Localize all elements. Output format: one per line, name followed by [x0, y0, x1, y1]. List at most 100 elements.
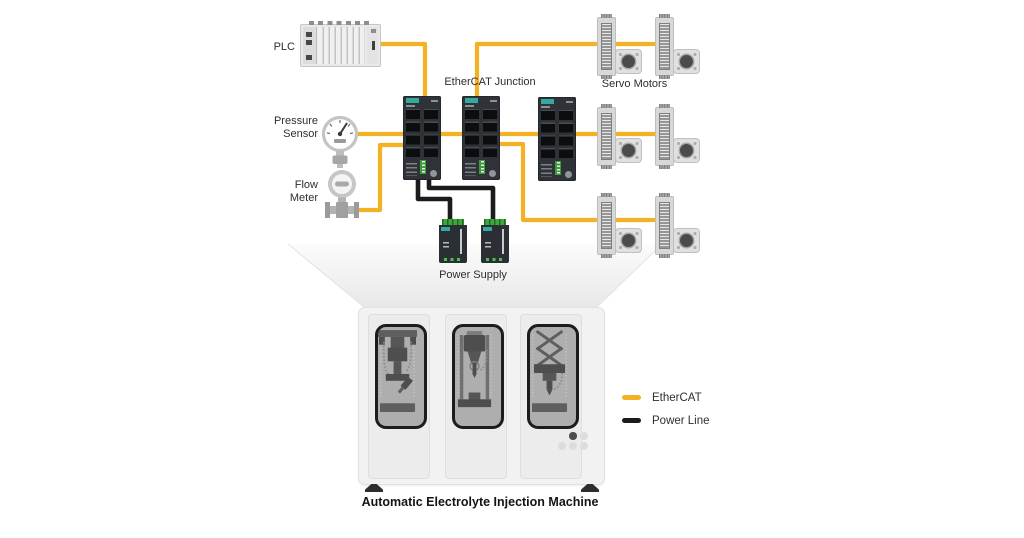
- servo-motor-3-2: [673, 228, 700, 253]
- machine-button-light: [580, 432, 588, 440]
- ethercat-junction-1: [403, 96, 441, 180]
- plc-end-module: [367, 27, 378, 64]
- brand-tab: [541, 99, 554, 104]
- ethercat-line-junction2-servo-row3: [498, 141, 598, 223]
- legend-item-power-line: Power Line: [622, 414, 710, 427]
- motor-shaft: [680, 144, 693, 157]
- spec-marks: [443, 242, 449, 250]
- port-column: [406, 109, 420, 160]
- port-column: [541, 110, 555, 161]
- power-line-junction1-psu1: [415, 176, 453, 224]
- servo-motor-2-1: [615, 138, 642, 163]
- machine-button-light: [558, 442, 566, 450]
- plc-io-slots: [318, 27, 365, 64]
- machine-label: Automatic Electrolyte Injection Machine: [361, 495, 599, 509]
- spec-marks: [485, 242, 491, 250]
- motor-shaft: [680, 55, 693, 68]
- rj45-port-grid: [541, 110, 573, 161]
- funnel-edge-right: [596, 243, 663, 308]
- ethercat-line-plc-junction1: [378, 41, 428, 98]
- machine-panel-1: [368, 314, 430, 479]
- power-line-swatch: [622, 418, 641, 423]
- terminal-block: [479, 160, 485, 174]
- servo-drive-2-2: [655, 104, 674, 169]
- machine-foot-right: [581, 484, 599, 492]
- side-label-stripe: [502, 229, 504, 254]
- power-terminal: [484, 219, 506, 225]
- rj45-port-grid: [465, 109, 497, 160]
- power-line-junction1-psu2: [426, 176, 496, 224]
- plc-device: [300, 21, 381, 67]
- servo-drive-3-2: [655, 193, 674, 258]
- reset-button: [565, 171, 572, 178]
- power-supply-1: [439, 219, 467, 263]
- pressure-sensor-device: [321, 115, 359, 168]
- funnel-edge-left: [287, 243, 365, 308]
- machine-panel-3: [520, 314, 582, 479]
- power-supply-label: Power Supply: [439, 269, 507, 281]
- brand-tab: [465, 98, 478, 103]
- plc-label: PLC: [273, 41, 295, 53]
- machine-button-dark: [569, 432, 577, 440]
- port-column: [424, 109, 438, 160]
- side-label-stripe: [460, 229, 462, 254]
- machine-button-light: [580, 442, 588, 450]
- plc-cpu-module: [303, 27, 317, 64]
- model-text: [566, 101, 573, 103]
- servo-motor-1-2: [673, 49, 700, 74]
- reset-button: [489, 170, 496, 177]
- drive-connector: [601, 113, 612, 160]
- injection-machine: [358, 307, 605, 492]
- servo-drive-3-1: [597, 193, 616, 258]
- servo-motor-1-1: [615, 49, 642, 74]
- brand-tab: [441, 227, 450, 231]
- servo-drive-2-1: [597, 104, 616, 169]
- ethercat-line-swatch: [622, 395, 641, 400]
- power-supply-2: [481, 219, 509, 263]
- dip-switch-block: [465, 163, 476, 176]
- funnel-shape: [288, 244, 662, 307]
- legend-label-ethercat: EtherCAT: [652, 391, 702, 404]
- machine-foot-left: [365, 484, 383, 492]
- machine-button-light: [569, 442, 577, 450]
- brand-tab: [406, 98, 419, 103]
- brand-tab: [483, 227, 492, 231]
- flow-meter-device: [325, 170, 359, 218]
- reset-button: [430, 170, 437, 177]
- drive-connector: [659, 202, 670, 249]
- terminal-block: [555, 161, 561, 175]
- servo-motor-2-2: [673, 138, 700, 163]
- ethercat-junction-2: [462, 96, 500, 180]
- servo-drive-1-1: [597, 14, 616, 79]
- model-text: [490, 100, 497, 102]
- servo-motor-3-1: [615, 228, 642, 253]
- drive-connector: [601, 202, 612, 249]
- motor-shaft: [622, 55, 635, 68]
- servo-motors-label: Servo Motors: [601, 78, 668, 90]
- status-leds: [444, 258, 461, 261]
- terminal-block: [420, 160, 426, 174]
- drive-connector: [659, 23, 670, 70]
- machine-window-injector: [452, 324, 504, 429]
- model-text: [541, 106, 550, 108]
- ethercat-line-junction2-servo-row1: [474, 41, 598, 98]
- legend-label-power-line: Power Line: [652, 414, 710, 427]
- power-terminal: [442, 219, 464, 225]
- motor-shaft: [680, 234, 693, 247]
- pressure-sensor-label: Pressure Sensor: [273, 115, 318, 140]
- legend: EtherCAT Power Line: [622, 391, 710, 437]
- motor-shaft: [622, 144, 635, 157]
- port-column: [559, 110, 573, 161]
- ethercat-line-flowmeter-junction1: [356, 142, 406, 213]
- plc-module-tabs: [309, 21, 371, 25]
- legend-item-ethercat: EtherCAT: [622, 391, 710, 404]
- flow-meter-label: Flow Meter: [289, 179, 318, 204]
- servo-drive-1-2: [655, 14, 674, 79]
- drive-connector: [601, 23, 612, 70]
- model-text: [465, 105, 474, 107]
- status-leds: [486, 258, 503, 261]
- dip-switch-block: [406, 163, 417, 176]
- dip-switch-block: [541, 164, 552, 177]
